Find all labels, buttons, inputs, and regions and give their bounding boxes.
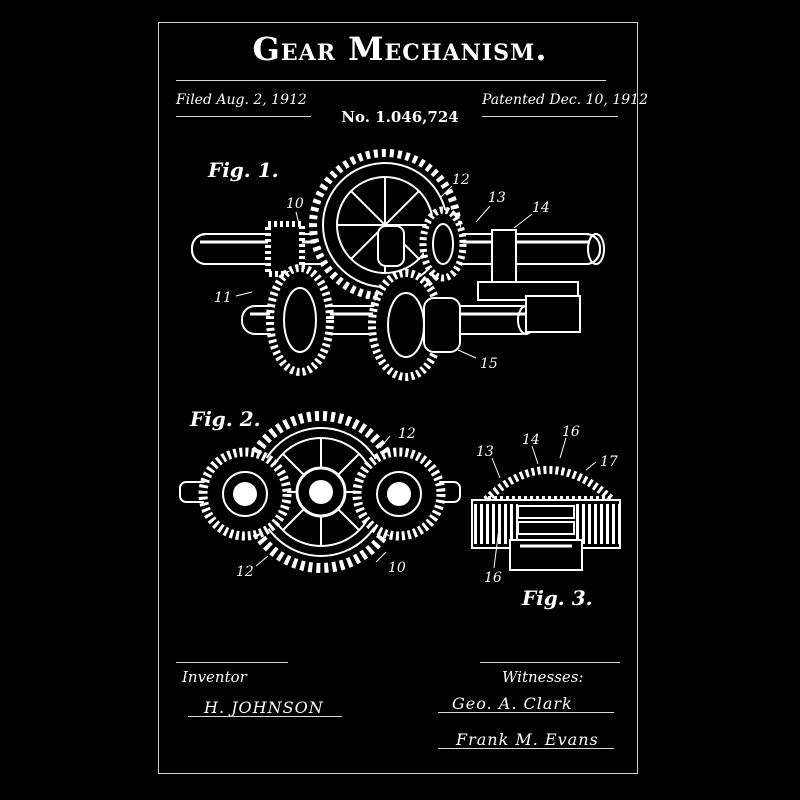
fig2-label: Fig. 2. <box>190 407 261 431</box>
fig2-ref-12-top: 12 <box>398 426 416 442</box>
fig3-ref-16-top: 16 <box>562 424 580 440</box>
witnesses-label: Witnesses: <box>502 668 584 686</box>
patented-date: Patented Dec. 10, 1912 <box>482 92 648 108</box>
inventor-signature: H. JOHNSON <box>204 698 324 717</box>
fig1-ref-10: 10 <box>286 196 304 212</box>
fig2-reference-numbers: 12 12 10 <box>236 426 416 580</box>
fig2-drawing <box>179 411 461 573</box>
fig3-ref-16-bottom: 16 <box>484 570 502 586</box>
patent-sheet-border <box>158 22 638 774</box>
witness-line-1 <box>438 712 614 713</box>
fig1-ref-15: 15 <box>480 356 498 372</box>
fig3-ref-14: 14 <box>522 432 540 448</box>
fig1-drawing <box>191 149 605 381</box>
fig3-drawing <box>471 437 623 571</box>
fig1-reference-numbers: 10 11 12 13 14 15 <box>214 172 550 372</box>
inventor-label: Inventor <box>182 668 247 686</box>
patented-underline <box>482 116 618 117</box>
fig3-reference-numbers: 13 14 16 17 16 <box>476 424 618 586</box>
witness-signature-2: Frank M. Evans <box>456 730 599 749</box>
patent-title: Gear Mechanism. <box>252 30 548 68</box>
fig1-ref-12: 12 <box>452 172 470 188</box>
fig2-ref-12-bottom: 12 <box>236 564 254 580</box>
inventor-signature-line <box>188 716 342 717</box>
fig1-ref-11: 11 <box>214 290 232 306</box>
fig3-label: Fig. 3. <box>522 586 593 610</box>
witnesses-rule-top <box>480 662 620 663</box>
fig1-label: Fig. 1. <box>208 158 279 182</box>
title-underline <box>176 80 606 81</box>
witness-signature-1: Geo. A. Clark <box>452 694 573 713</box>
filed-underline <box>176 116 311 117</box>
fig3-ref-17: 17 <box>600 454 618 470</box>
fig1-ref-14: 14 <box>532 200 550 216</box>
filed-date: Filed Aug. 2, 1912 <box>176 92 307 108</box>
patent-number: No. 1.046,724 <box>341 108 459 126</box>
inventor-rule-top <box>176 662 288 663</box>
witness-line-2 <box>438 748 614 749</box>
fig3-ref-13: 13 <box>476 444 494 460</box>
fig2-ref-10: 10 <box>388 560 406 576</box>
fig1-ref-13: 13 <box>488 190 506 206</box>
